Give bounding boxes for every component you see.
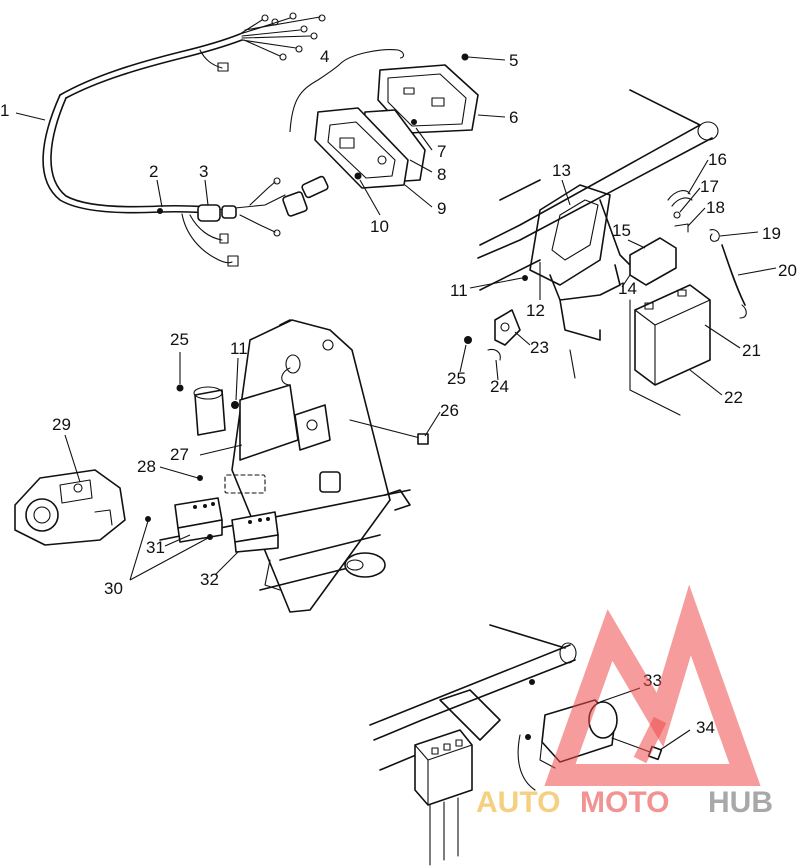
callout-25-left: 25 <box>170 330 189 349</box>
callout-16: 16 <box>708 150 727 169</box>
callout-32: 32 <box>200 570 219 589</box>
callout-31: 31 <box>146 538 165 557</box>
callout-22: 22 <box>724 388 743 407</box>
battery-cable-20 <box>709 229 747 319</box>
leader-lines <box>15 56 777 751</box>
callout-28: 28 <box>137 457 156 476</box>
callout-34: 34 <box>696 718 715 737</box>
battery-box-14 <box>629 237 677 286</box>
lower-frame-inset <box>369 624 577 866</box>
callout-5: 5 <box>509 51 518 70</box>
callout-6: 6 <box>509 108 518 127</box>
callout-11-left: 11 <box>230 339 248 358</box>
callout-24: 24 <box>490 377 509 396</box>
frame-upper-right <box>477 89 719 379</box>
callout-12: 12 <box>526 301 545 320</box>
callout-2: 2 <box>149 162 158 181</box>
callout-26: 26 <box>440 401 459 420</box>
watermark-logo: AUTO MOTO HUB <box>476 584 773 819</box>
taillight-base-9 <box>314 107 409 189</box>
callout-4: 4 <box>320 47 329 66</box>
callout-numbers: 1 2 3 4 5 6 7 8 9 10 11 12 13 14 15 16 1… <box>0 47 797 737</box>
callout-13: 13 <box>552 161 571 180</box>
bolt-26 <box>349 419 429 445</box>
callout-14: 14 <box>618 279 637 298</box>
engine-housing-29 <box>14 469 126 546</box>
battery-22 <box>629 284 711 416</box>
callout-3: 3 <box>199 162 208 181</box>
regulator-bracket <box>294 404 331 451</box>
callout-25-right: 25 <box>447 369 466 388</box>
callout-18: 18 <box>706 198 725 217</box>
watermark-text-auto: AUTO <box>476 786 560 819</box>
battery-hardware-16-18 <box>667 190 693 233</box>
small-box-center <box>224 471 341 494</box>
spark-plug-28 <box>197 475 203 481</box>
watermark-text-moto: MOTO <box>580 786 669 819</box>
harness-plug <box>282 175 329 217</box>
callout-15: 15 <box>612 221 631 240</box>
callout-30: 30 <box>104 579 123 598</box>
callout-11-upper: 11 <box>450 281 468 300</box>
wiring-harness <box>42 12 326 267</box>
modules-31-32 <box>145 497 279 553</box>
callout-19: 19 <box>762 224 781 243</box>
callout-8: 8 <box>437 165 446 184</box>
watermark-text-hub: HUB <box>708 786 773 819</box>
callout-27: 27 <box>170 445 189 464</box>
callout-9: 9 <box>437 199 446 218</box>
taillight-lens-6 <box>377 64 479 134</box>
callout-7: 7 <box>437 142 446 161</box>
bracket-23-24 <box>487 309 521 361</box>
condenser-25-11 <box>176 384 239 436</box>
callout-29: 29 <box>52 415 71 434</box>
callout-21: 21 <box>742 341 761 360</box>
callout-23: 23 <box>530 338 549 357</box>
connector-2-3 <box>157 204 237 222</box>
callout-20: 20 <box>778 261 797 280</box>
callout-10: 10 <box>370 217 389 236</box>
callout-17: 17 <box>700 177 719 196</box>
callout-1: 1 <box>0 101 9 120</box>
